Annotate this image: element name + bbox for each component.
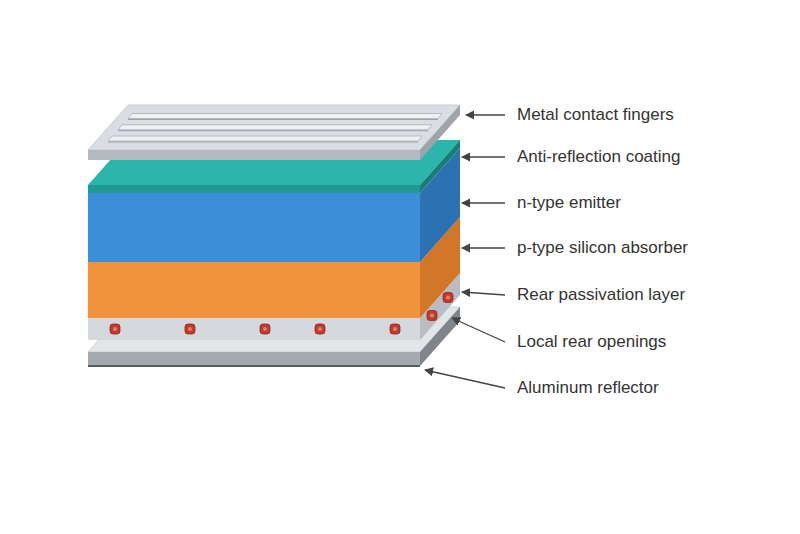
part-label: Rear passivation layer — [517, 284, 685, 306]
local-rear-openings — [110, 293, 453, 335]
part-label: n-type emitter — [517, 192, 621, 214]
opening-inner — [430, 314, 434, 318]
opening-inner — [393, 327, 397, 331]
opening-inner — [446, 296, 450, 300]
opening-outer — [390, 324, 400, 334]
contact-fingers — [108, 114, 442, 143]
coating-front — [88, 185, 420, 193]
opening-outer — [427, 311, 437, 321]
part-label: Metal contact fingers — [517, 104, 674, 126]
opening-inner — [113, 327, 117, 331]
part-label: p-type silicon absorber — [517, 237, 688, 259]
finger-shadow — [118, 130, 428, 131]
rear-opening — [427, 311, 437, 321]
opening-outer — [260, 324, 270, 334]
metal-contact-plate — [88, 105, 460, 160]
emitter-front — [88, 193, 420, 262]
finger-shadow — [128, 119, 438, 120]
contact-finger — [118, 125, 432, 130]
part-label: Local rear openings — [517, 331, 666, 353]
rear-opening — [260, 324, 270, 334]
rear-opening — [443, 293, 453, 303]
part-label: Anti-reflection coating — [517, 146, 680, 168]
absorber-front — [88, 262, 420, 318]
contact-finger — [108, 136, 422, 141]
rear-opening — [110, 324, 120, 334]
rear-opening — [390, 324, 400, 334]
opening-outer — [185, 324, 195, 334]
passivation-front — [88, 318, 420, 340]
opening-inner — [188, 327, 192, 331]
rear-opening — [185, 324, 195, 334]
finger-shadow — [108, 141, 418, 142]
contact-finger — [128, 114, 442, 119]
reflector-front — [88, 352, 420, 366]
opening-outer — [110, 324, 120, 334]
leader-line — [462, 156, 505, 157]
leader-line — [466, 114, 505, 115]
part-label: Aluminum reflector — [517, 377, 659, 399]
reflector-edge — [88, 365, 420, 367]
leader-line — [462, 247, 505, 248]
leader-line — [462, 292, 505, 295]
plate-front — [88, 150, 420, 160]
leader-line — [425, 370, 505, 388]
opening-inner — [318, 327, 322, 331]
opening-outer — [443, 293, 453, 303]
plate-top — [88, 105, 460, 150]
leader-lines — [425, 115, 505, 388]
opening-outer — [315, 324, 325, 334]
leader-line — [462, 202, 505, 203]
opening-inner — [263, 327, 267, 331]
leader-line — [452, 318, 505, 342]
rear-opening — [315, 324, 325, 334]
